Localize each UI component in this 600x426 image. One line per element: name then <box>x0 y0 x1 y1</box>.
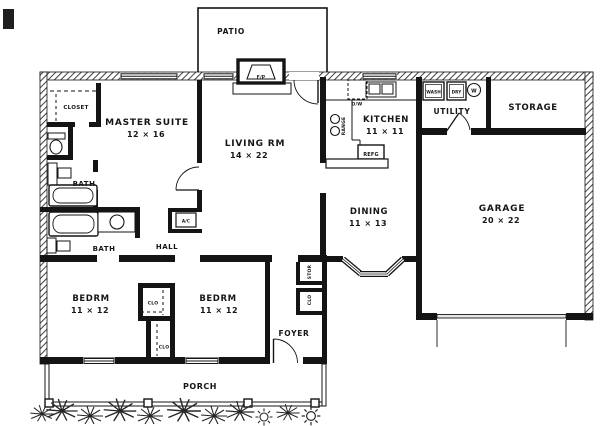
closet-dashes <box>50 90 164 356</box>
master-suite-dims: 12 × 16 <box>127 130 165 139</box>
washer <box>422 81 445 101</box>
washer-label: WASH <box>426 90 441 95</box>
toilet <box>49 139 63 155</box>
foyer-label: FOYER <box>278 329 309 338</box>
water-heater <box>466 82 482 98</box>
garage-dims: 20 × 22 <box>482 216 520 225</box>
utility-label: UTILITY <box>433 107 470 116</box>
patio-label: PATIO <box>217 27 245 36</box>
storage-label: STORAGE <box>508 103 557 113</box>
master-tub <box>48 184 98 207</box>
dishwasher-label: D/W <box>352 102 363 108</box>
porch-structure <box>44 363 327 408</box>
fireplace-label: F/P <box>257 75 266 81</box>
porch-label: PORCH <box>183 382 217 391</box>
garage-south-wall-right <box>566 313 593 320</box>
south-wall-windows <box>83 357 219 364</box>
south-wall <box>40 357 327 364</box>
interior-walls <box>40 77 586 363</box>
closet-label: CLOSET <box>63 105 88 111</box>
scan-artifact <box>3 9 14 29</box>
bedroom-right-label: BEDRM <box>199 294 236 304</box>
garage-door <box>436 314 567 347</box>
bedroom-left-clo-label: CLO <box>148 301 158 307</box>
kitchen-dims: 11 × 11 <box>366 127 404 136</box>
porch-right-edge <box>321 363 327 407</box>
front-door <box>270 338 303 365</box>
porch-post <box>44 398 54 408</box>
bedroom-right-dims: 11 × 12 <box>200 306 238 315</box>
kitchen-fixtures: D/W RANGE REFG <box>325 79 416 169</box>
dryer <box>446 81 467 101</box>
range-label: RANGE <box>341 117 347 135</box>
lavatory <box>46 237 57 254</box>
bay-window <box>341 256 406 277</box>
porch-post <box>143 398 153 408</box>
ac-closet: A/C <box>175 212 197 228</box>
master-suite-label: MASTER SUITE <box>105 118 189 128</box>
patio-door <box>289 72 319 105</box>
bedroom-left-dims: 11 × 12 <box>71 306 109 315</box>
door-swings <box>175 112 471 191</box>
north-wall-windows <box>120 72 397 80</box>
kitchen-label: KITCHEN <box>363 115 409 125</box>
dining-label: DINING <box>350 207 388 217</box>
garage-label: GARAGE <box>479 204 526 214</box>
porch-front-edge <box>44 401 327 407</box>
room-labels: PATIO MASTER SUITE 12 × 16 CLOSET BATH B… <box>63 27 557 391</box>
water-heater-label: W <box>471 89 477 95</box>
porch-post <box>310 398 320 408</box>
dishwasher <box>347 79 368 100</box>
foyer-stor-label: STOR <box>307 264 313 279</box>
bedroom-right-clo-label: CLO <box>159 345 169 351</box>
dining-dims: 11 × 13 <box>349 219 387 228</box>
lavatory <box>47 162 58 186</box>
ac-label: A/C <box>182 219 190 224</box>
dryer-label: DRY <box>452 90 463 95</box>
bath-fixtures <box>46 132 136 254</box>
living-room-dims: 14 × 22 <box>230 151 268 160</box>
garage-south-wall-left <box>417 313 437 320</box>
hall-tub <box>48 211 99 237</box>
refrigerator-label: REFG <box>363 152 379 158</box>
master-bath-label: BATH <box>73 180 96 188</box>
fireplace: F/P <box>232 58 292 95</box>
east-wall <box>584 71 594 321</box>
bedroom-left-label: BEDRM <box>72 294 109 304</box>
range-burner <box>329 125 341 137</box>
range-burner <box>329 113 341 125</box>
hall-bath-label: BATH <box>93 245 116 253</box>
west-wall <box>39 71 48 365</box>
foyer-clo-label: CLO <box>307 295 313 305</box>
sink <box>109 214 125 230</box>
hall-label: HALL <box>156 243 178 251</box>
kitchen-bar <box>325 158 389 169</box>
living-room-label: LIVING RM <box>225 139 286 149</box>
utility-fixtures: WASH DRY W <box>422 81 482 101</box>
